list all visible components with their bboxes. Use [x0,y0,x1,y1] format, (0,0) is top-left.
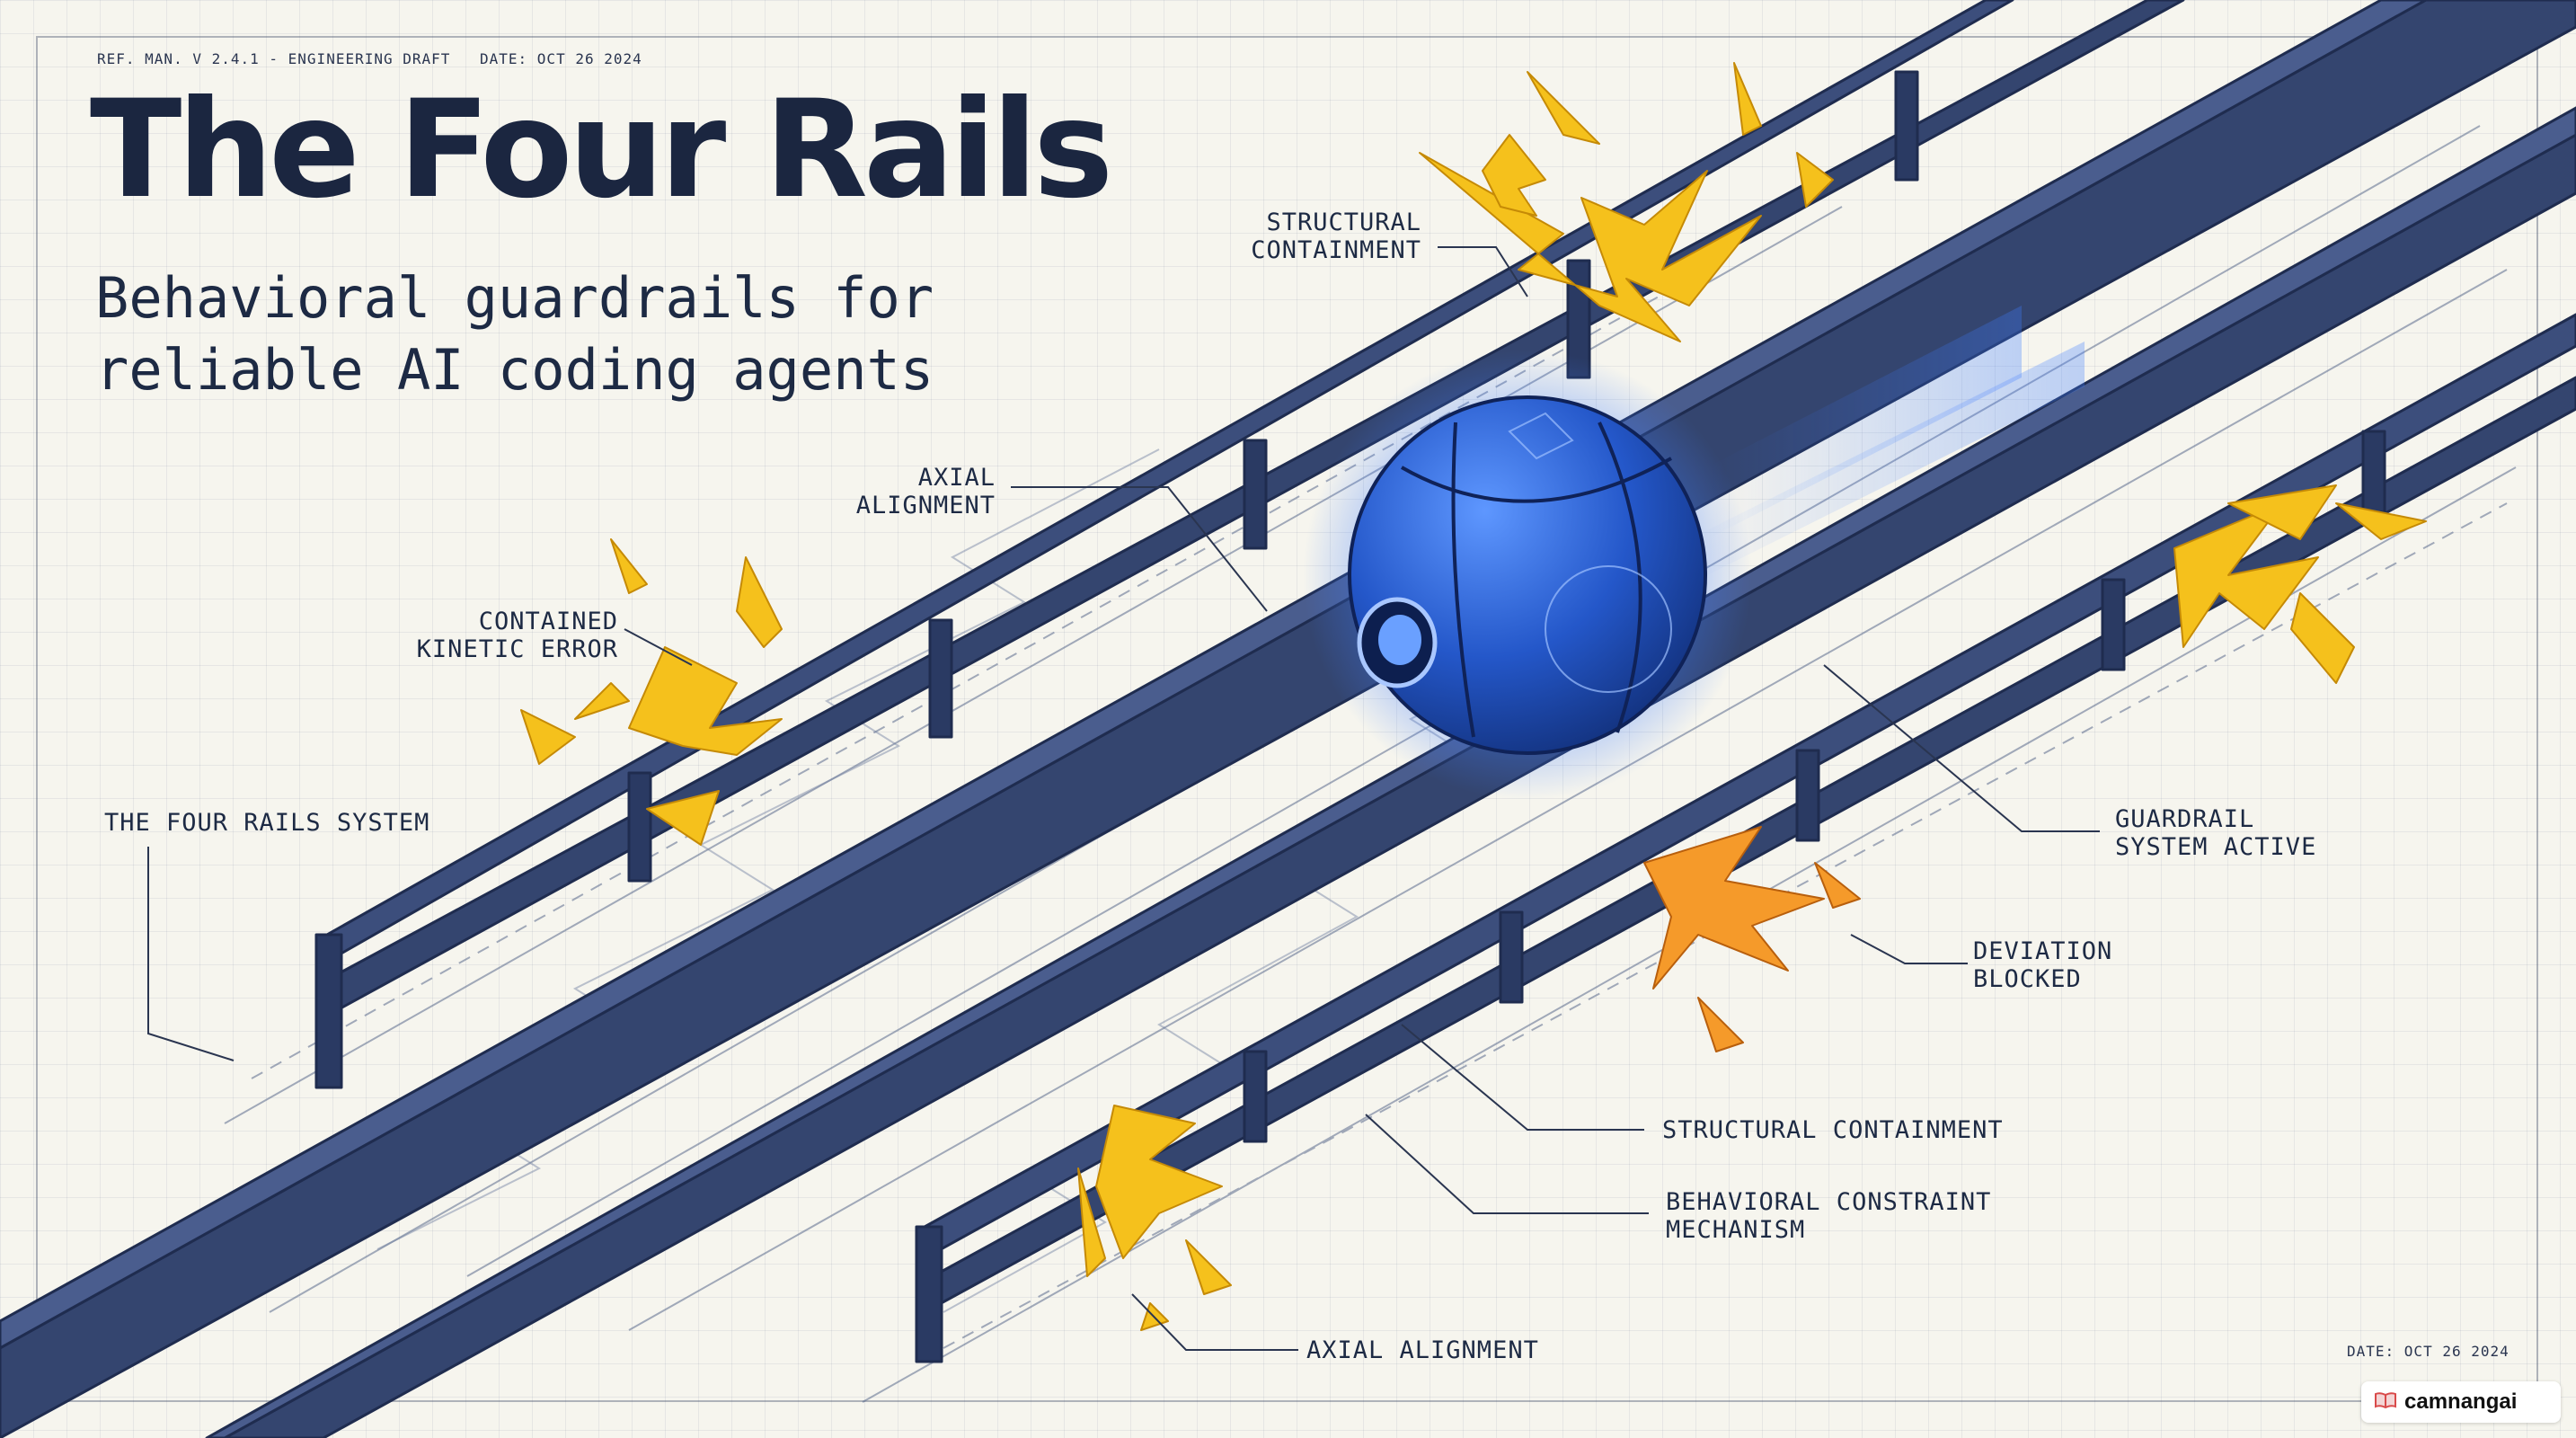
label-contained-kinetic-error: CONTAINED KINETIC ERROR [416,608,618,663]
doc-ref: REF. MAN. V 2.4.1 - ENGINEERING DRAFT [97,50,451,67]
subtitle-line-2: reliable AI coding agents [95,337,934,403]
label-structural-containment-bottom: STRUCTURAL CONTAINMENT [1662,1116,2004,1144]
rail-front-top [205,106,2576,1438]
label-deviation-blocked: DEVIATION BLOCKED [1973,937,2113,993]
page-title: The Four Rails [90,72,1113,228]
book-icon [2374,1391,2397,1413]
label-four-rails-system: THE FOUR RAILS SYSTEM [104,809,430,837]
doc-date: DATE: OCT 26 2024 [480,50,642,67]
brand-name: camnangai [2404,1389,2518,1414]
drawing-border [36,36,2538,1402]
impact-sparks [520,62,2427,1331]
leader-lines [147,246,2100,1351]
orange-sparks [1643,826,1861,1052]
page-subtitle: Behavioral guardrails for reliable AI co… [95,262,934,406]
motion-streaks [1689,306,2085,584]
agent-sphere [1303,351,1752,800]
label-axial-alignment-top: AXIAL ALIGNMENT [855,464,996,519]
label-behavioral-constraint: BEHAVIORAL CONSTRAINT MECHANISM [1666,1188,1992,1244]
subtitle-line-1: Behavioral guardrails for [95,265,934,331]
label-axial-alignment-bottom: AXIAL ALIGNMENT [1306,1336,1539,1364]
label-guardrail-system-active: GUARDRAIL SYSTEM ACTIVE [2115,805,2317,861]
brand-badge[interactable]: camnangai [2361,1381,2561,1423]
label-structural-containment-top: STRUCTURAL CONTAINMENT [1251,209,1421,264]
footer-date: DATE: OCT 26 2024 [2347,1343,2510,1360]
